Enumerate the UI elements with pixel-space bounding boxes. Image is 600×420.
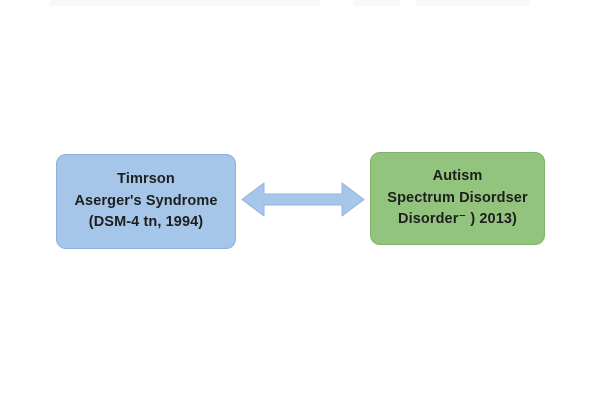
double-headed-arrow-icon bbox=[240, 181, 366, 218]
faint-top-strip bbox=[353, 0, 400, 6]
diagram-node-aspergers: Timrson Aserger's Syndrome (DSM-4 tn, 19… bbox=[56, 154, 236, 249]
faint-top-strip bbox=[416, 0, 530, 6]
node-label-line: Spectrum Disordser bbox=[387, 189, 528, 206]
node-label-line: (DSM-4 tn, 1994) bbox=[88, 214, 204, 231]
node-label-line: Disorder⁻ ) 2013) bbox=[398, 211, 517, 228]
faint-top-strip bbox=[50, 0, 320, 6]
node-label-line: Aserger's Syndrome bbox=[74, 192, 218, 209]
diagram-node-autism-spectrum: Autism Spectrum Disordser Disorder⁻ ) 20… bbox=[370, 152, 545, 245]
node-label-line: Autism bbox=[432, 168, 483, 185]
node-label-line: Timrson bbox=[117, 171, 175, 188]
